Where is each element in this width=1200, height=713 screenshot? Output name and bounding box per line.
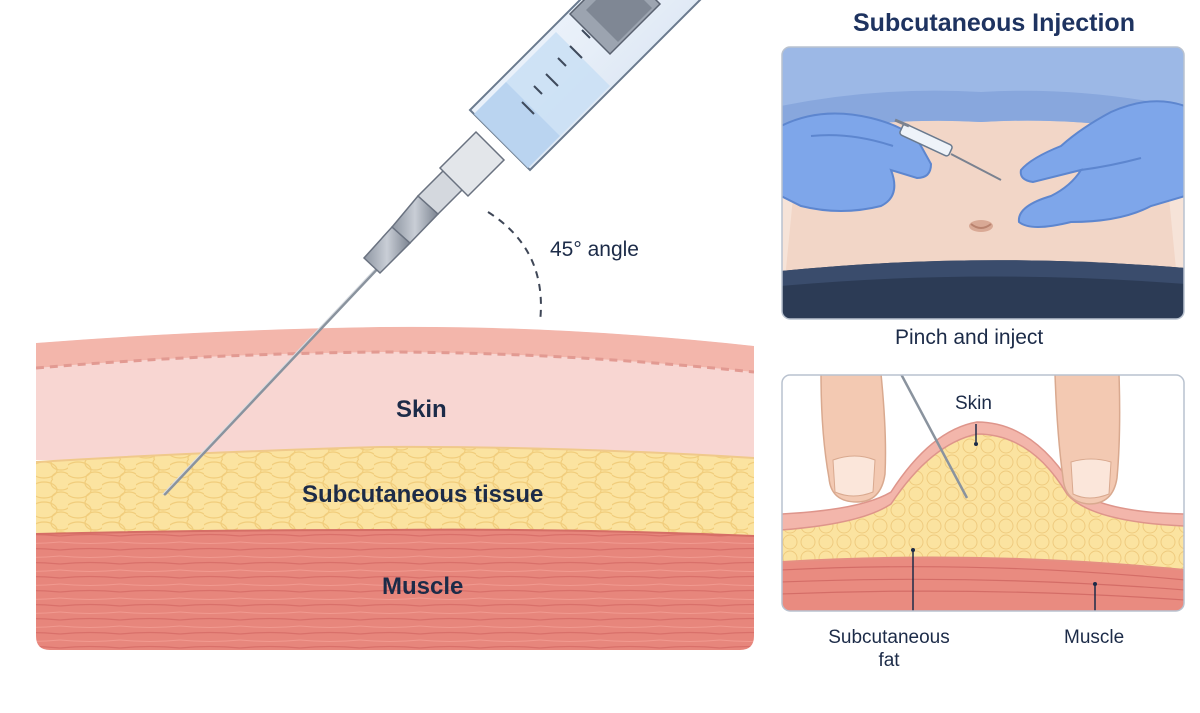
photo-caption: Pinch and inject	[895, 326, 1044, 349]
angle-arc	[487, 211, 542, 323]
angle-label: 45° angle	[550, 238, 639, 261]
injection-illustration	[781, 46, 1185, 320]
needle	[163, 266, 380, 496]
small-syringe	[894, 118, 1002, 181]
subcutaneous-layer	[36, 446, 754, 536]
right-glove	[1017, 100, 1184, 228]
subcutaneous-layer-label: Subcutaneous tissue	[302, 481, 544, 508]
pinch-cross-section	[781, 374, 1185, 612]
muscle-layer-label: Muscle	[382, 573, 464, 600]
pinch-fat-label: Subcutaneous fat	[824, 626, 954, 672]
pinch-needle	[899, 375, 969, 499]
tissue-layers	[36, 326, 754, 650]
pinch-muscle-layer	[782, 557, 1184, 611]
left-glove	[782, 112, 933, 212]
pinch-muscle-label: Muscle	[1064, 627, 1125, 648]
syringe	[162, 0, 702, 496]
skin-layer-label: Skin	[396, 396, 447, 423]
epidermis-band	[36, 326, 754, 372]
pinch-fat-label-line1: Subcutaneous	[828, 627, 950, 648]
pinch-skin-label: Skin	[955, 393, 992, 414]
muscle-layer	[36, 529, 754, 650]
pinch-fat-layer	[782, 434, 1184, 570]
page-title: Subcutaneous Injection	[853, 9, 1135, 37]
pinch-fat-label-line2: fat	[878, 650, 900, 671]
